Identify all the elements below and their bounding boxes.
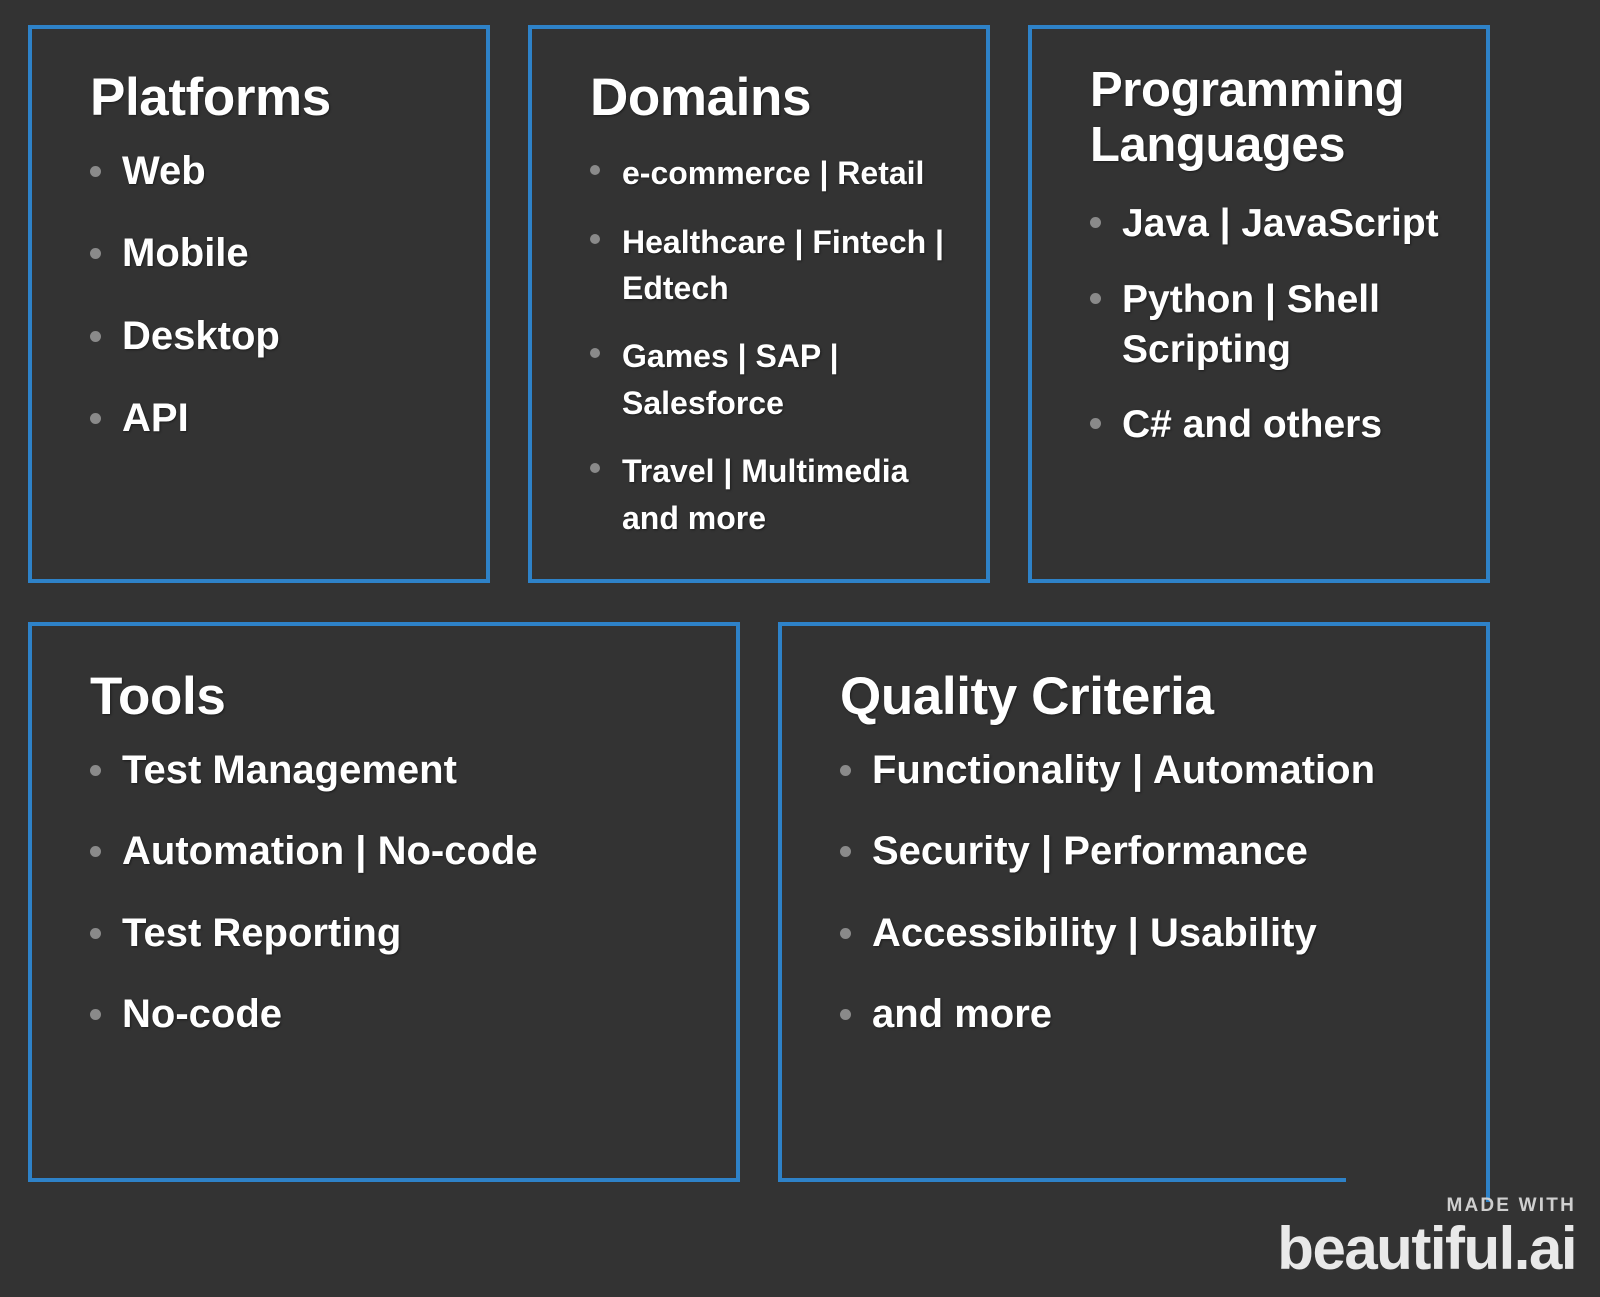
bullet-list-quality-criteria: Functionality | Automation Security | Pe…	[840, 747, 1464, 1038]
bullet-dot-icon	[90, 846, 101, 858]
list-item: Travel | Multimedia and more	[590, 448, 952, 541]
list-item: and more	[840, 991, 1464, 1038]
list-item: Functionality | Automation	[840, 747, 1464, 794]
card-quality-criteria-bottom-border	[778, 1178, 1346, 1182]
bullet-dot-icon	[1090, 292, 1101, 304]
bullet-list-domains: e-commerce | Retail Healthcare | Fintech…	[590, 150, 952, 541]
list-item: Python | Shell Scripting	[1090, 275, 1466, 375]
bullet-text: Java | JavaScript	[1122, 201, 1439, 245]
card-content: Domains e-commerce | Retail Healthcare |…	[590, 69, 952, 563]
card-content: Quality Criteria Functionality | Automat…	[840, 668, 1464, 1072]
bullet-text: Test Reporting	[122, 910, 402, 955]
card-title-programming-languages: Programming Languages	[1090, 63, 1405, 172]
bullet-list-programming-languages: Java | JavaScript Python | Shell Scripti…	[1090, 199, 1466, 451]
bullet-text: API	[122, 395, 189, 440]
list-item: Test Reporting	[90, 910, 710, 957]
bullet-dot-icon	[840, 765, 851, 777]
bullet-text: Python | Shell Scripting	[1122, 277, 1380, 371]
bullet-text: Security | Performance	[872, 829, 1308, 874]
bullet-dot-icon	[90, 927, 101, 939]
bullet-dot-icon	[590, 233, 600, 244]
bullet-text: Games | SAP | Salesforce	[622, 338, 839, 421]
bullet-text: Web	[122, 149, 206, 194]
bullet-dot-icon	[90, 412, 101, 424]
card-tools[interactable]: Tools Test Management Automation | No-co…	[28, 622, 740, 1182]
card-title-quality-criteria: Quality Criteria	[840, 667, 1214, 726]
bullet-text: Desktop	[122, 313, 280, 358]
bullet-dot-icon	[840, 1008, 851, 1020]
bullet-dot-icon	[590, 165, 600, 176]
bullet-text: e-commerce | Retail	[622, 155, 925, 192]
card-domains[interactable]: Domains e-commerce | Retail Healthcare |…	[528, 25, 990, 583]
bullet-dot-icon	[90, 1008, 101, 1020]
bullet-text: Accessibility | Usability	[872, 910, 1317, 955]
list-item: Healthcare | Fintech | Edtech	[590, 219, 952, 312]
bullet-text: and more	[872, 991, 1053, 1036]
card-title-platforms: Platforms	[90, 68, 331, 127]
bullet-dot-icon	[590, 348, 600, 359]
list-item: e-commerce | Retail	[590, 150, 952, 196]
bullet-dot-icon	[840, 846, 851, 858]
bullet-text: Test Management	[122, 748, 457, 793]
list-item: Mobile	[90, 230, 460, 277]
made-with-label: MADE WITH	[1446, 1195, 1576, 1216]
card-content: Platforms Web Mobile Desktop API	[90, 69, 460, 477]
list-item: Accessibility | Usability	[840, 910, 1464, 957]
card-quality-criteria[interactable]: Quality Criteria Functionality | Automat…	[778, 622, 1490, 1182]
bullet-dot-icon	[90, 330, 101, 342]
bullet-text: C# and others	[1122, 403, 1383, 447]
bullet-text: Automation | No-code	[122, 829, 538, 874]
bullet-text: Travel | Multimedia and more	[622, 453, 909, 536]
card-content: Tools Test Management Automation | No-co…	[90, 668, 710, 1072]
card-content: Programming Languages Java | JavaScript …	[1090, 63, 1466, 476]
list-item: Web	[90, 148, 460, 195]
list-item: Security | Performance	[840, 828, 1464, 875]
bullet-dot-icon	[90, 765, 101, 777]
bullet-dot-icon	[90, 248, 101, 260]
bullet-text: Functionality | Automation	[872, 748, 1376, 793]
bullet-text: Healthcare | Fintech | Edtech	[622, 223, 944, 307]
card-platforms[interactable]: Platforms Web Mobile Desktop API	[28, 25, 490, 583]
card-quality-criteria-right-border	[1486, 622, 1490, 1202]
card-title-domains: Domains	[590, 68, 812, 127]
bullet-text: Mobile	[122, 231, 249, 276]
list-item: Games | SAP | Salesforce	[590, 333, 952, 426]
list-item: Desktop	[90, 313, 460, 360]
bullet-dot-icon	[90, 166, 101, 178]
card-programming-languages[interactable]: Programming Languages Java | JavaScript …	[1028, 25, 1490, 583]
bullet-dot-icon	[840, 927, 851, 939]
bullet-list-platforms: Web Mobile Desktop API	[90, 148, 460, 442]
list-item: C# and others	[1090, 400, 1466, 450]
bullet-text: No-code	[122, 991, 282, 1036]
beautiful-ai-watermark: MADE WITH beautiful.ai	[1277, 1195, 1577, 1282]
list-item: No-code	[90, 991, 710, 1038]
card-title-tools: Tools	[90, 667, 226, 726]
list-item: Test Management	[90, 747, 710, 794]
list-item: Java | JavaScript	[1090, 199, 1466, 249]
bullet-dot-icon	[1090, 216, 1101, 228]
list-item: Automation | No-code	[90, 828, 710, 875]
brand-wordmark: beautiful.ai	[1277, 1215, 1577, 1282]
list-item: API	[90, 395, 460, 442]
bullet-list-tools: Test Management Automation | No-code Tes…	[90, 747, 710, 1038]
bullet-dot-icon	[590, 463, 600, 474]
bullet-dot-icon	[1090, 418, 1101, 430]
